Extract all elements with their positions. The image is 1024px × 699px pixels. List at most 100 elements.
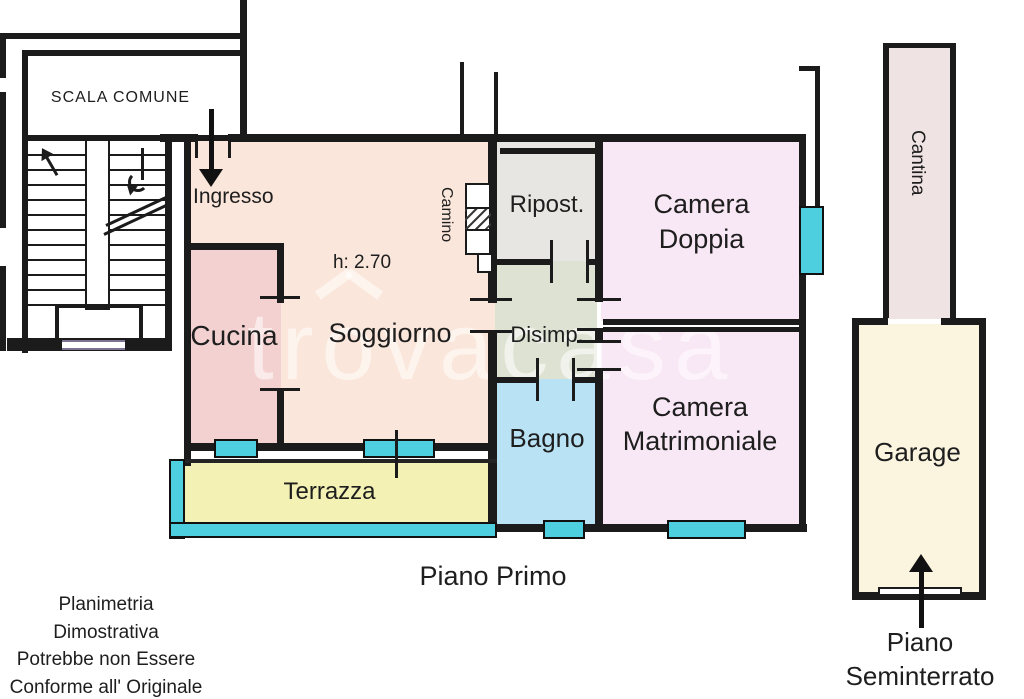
disclaimer: Planimetria Dimostrativa Potrebbe non Es… xyxy=(2,591,210,699)
basement-arrow-head xyxy=(909,554,933,572)
ripostiglio-fill xyxy=(495,140,597,261)
wall xyxy=(22,50,28,353)
wall xyxy=(277,243,284,303)
wall xyxy=(852,318,859,600)
room-label-disimpegno: Disimp. xyxy=(510,322,584,347)
opening-tick xyxy=(470,330,512,333)
disclaimer-line4: Conforme all' Originale xyxy=(9,676,203,698)
cucina-fill xyxy=(188,248,281,445)
room-label-camera-matrimoniale: Camera Matrimoniale xyxy=(597,390,803,458)
chimney-shaft-wall xyxy=(460,62,464,138)
stairwell-door xyxy=(62,340,125,350)
camera-doppia-fill xyxy=(601,140,802,321)
room-label-cucina: Cucina xyxy=(190,320,278,351)
disimpegno-fill xyxy=(495,261,597,379)
wall xyxy=(22,135,246,141)
wall xyxy=(588,259,597,265)
seminterrato-line1: Piano xyxy=(886,627,954,657)
wall xyxy=(0,266,6,351)
door-jamb xyxy=(195,134,198,158)
door-jamb xyxy=(228,134,231,158)
opening-tick xyxy=(577,328,621,331)
opening-tick xyxy=(572,358,575,401)
window xyxy=(363,439,435,458)
stair-landing-wall xyxy=(55,304,59,344)
garage-fill xyxy=(858,324,980,594)
room-label-cantina: Cantina xyxy=(907,130,928,196)
opening-tick xyxy=(260,388,300,391)
wall xyxy=(277,391,284,447)
wall xyxy=(488,134,497,303)
wall xyxy=(0,92,6,228)
room-label-garage: Garage xyxy=(874,437,961,467)
wall xyxy=(799,134,806,208)
wall xyxy=(603,319,802,325)
disclaimer-line2: Dimostrativa xyxy=(53,621,159,643)
wall xyxy=(0,33,6,78)
wall xyxy=(603,327,802,332)
terrace-railing xyxy=(169,522,497,538)
wall xyxy=(240,0,247,141)
stair-landing-wall xyxy=(139,304,143,344)
wall xyxy=(488,524,807,532)
wall xyxy=(595,330,603,342)
camera-matrimoniale-line2: Matrimoniale xyxy=(622,426,778,456)
entrance-arrow-head xyxy=(199,169,223,187)
terrace-railing xyxy=(169,459,185,539)
wall xyxy=(883,43,889,318)
window xyxy=(214,439,258,458)
basement-arrow xyxy=(919,572,924,628)
fireplace-flue-hatch xyxy=(465,207,491,231)
cantina-fill xyxy=(888,47,951,319)
wall xyxy=(0,33,247,39)
room-label-bagno: Bagno xyxy=(509,423,585,453)
wall xyxy=(595,370,603,532)
stair-treads-left xyxy=(28,139,85,309)
wall xyxy=(815,66,820,212)
wall xyxy=(595,134,603,302)
wall xyxy=(184,243,284,250)
terrazza-fill xyxy=(175,462,491,524)
disclaimer-line3: Potrebbe non Essere xyxy=(16,649,196,670)
opening-tick xyxy=(577,298,621,301)
opening-tick xyxy=(260,296,300,299)
wall xyxy=(184,443,497,451)
window xyxy=(667,520,746,539)
wall xyxy=(165,135,172,351)
wall xyxy=(497,259,552,265)
wall xyxy=(229,134,806,142)
room-label-ripostiglio: Ripost. xyxy=(509,191,585,218)
room-label-terrazza: Terrazza xyxy=(283,478,376,505)
wall xyxy=(883,43,956,48)
stair-landing-line xyxy=(55,304,143,308)
window xyxy=(543,520,585,539)
floor-title-primo: Piano Primo xyxy=(419,561,567,591)
camera-matrimoniale-line1: Camera xyxy=(651,392,749,422)
stair-treads-right xyxy=(110,139,165,309)
wall xyxy=(799,269,806,532)
opening-tick xyxy=(586,240,589,283)
room-label-camino: Camino xyxy=(438,187,455,243)
floor-title-seminterrato: Piano Seminterrato xyxy=(822,625,1018,693)
disclaimer-line1: Planimetria xyxy=(58,594,154,615)
fireplace-step xyxy=(477,253,493,273)
wall xyxy=(852,318,888,325)
camera-matrimoniale-fill xyxy=(601,329,802,526)
room-label-soggiorno: Soggiorno xyxy=(328,318,452,348)
watermark-text: o xyxy=(321,293,384,400)
seminterrato-line2: Seminterrato xyxy=(845,661,995,691)
wall xyxy=(22,50,247,56)
room-label-scala-comune: SCALA COMUNE xyxy=(50,89,191,106)
wall xyxy=(160,134,197,142)
camera-doppia-line2: Doppia xyxy=(658,224,745,254)
entrance-arrow xyxy=(209,109,214,171)
wall xyxy=(500,148,597,154)
room-label-camera-doppia: Camera Doppia xyxy=(605,187,798,257)
wall xyxy=(979,318,986,600)
terrace-wall xyxy=(172,459,497,463)
bagno-fill xyxy=(495,379,597,526)
opening-tick xyxy=(550,240,553,283)
height-note: h: 2.70 xyxy=(332,252,392,273)
